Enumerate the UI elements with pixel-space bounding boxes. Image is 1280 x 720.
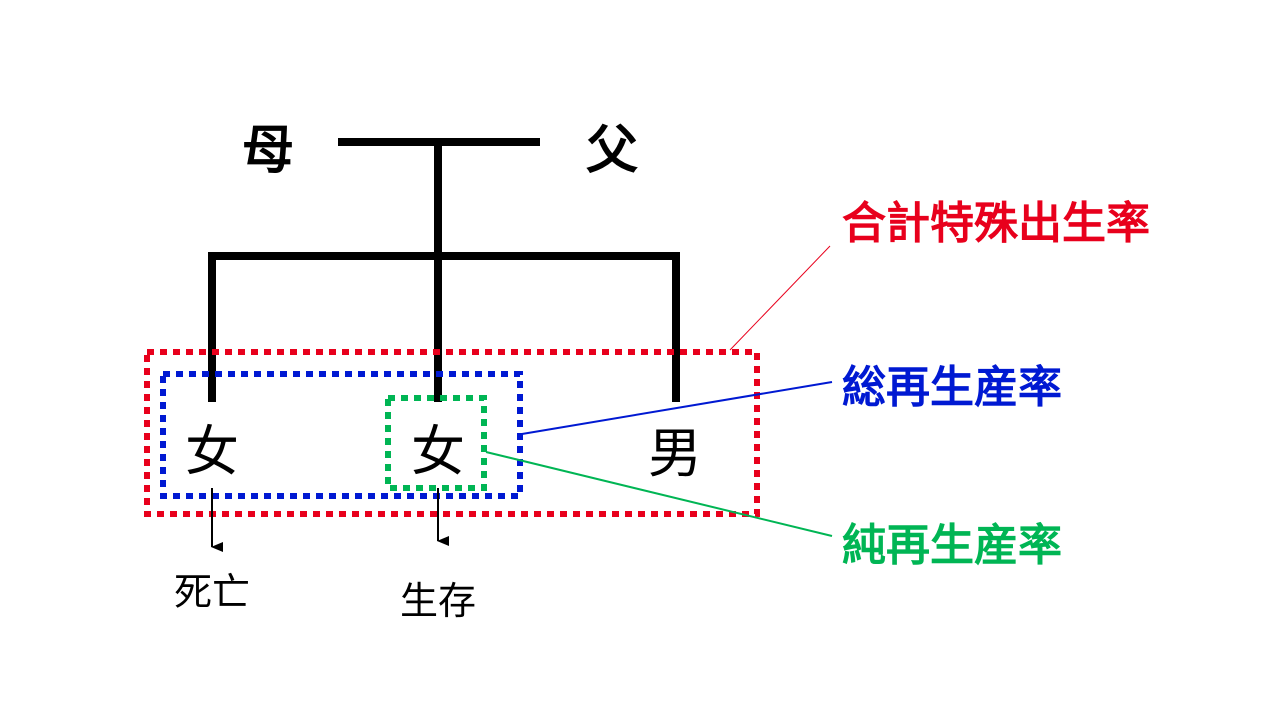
net-reproduction-leader bbox=[485, 451, 833, 537]
net-reproduction-label: 純再生産率 bbox=[842, 520, 1062, 571]
total-fertility-label: 合計特殊出生率 bbox=[842, 198, 1150, 249]
mother-label: 母 bbox=[242, 121, 294, 181]
total-fertility-leader bbox=[729, 245, 831, 351]
net-reproduction-box bbox=[385, 395, 487, 491]
father-label: 父 bbox=[586, 121, 638, 181]
died-label: 死亡 bbox=[174, 570, 250, 614]
survived-label: 生存 bbox=[400, 579, 476, 623]
daughter-1-label: 女 bbox=[185, 420, 239, 483]
daughter-2-label: 女 bbox=[411, 420, 465, 483]
gross-reproduction-box bbox=[160, 371, 523, 499]
total-fertility-box bbox=[144, 349, 760, 517]
son-label: 男 bbox=[648, 422, 702, 485]
gross-reproduction-label: 総再生産率 bbox=[842, 362, 1062, 413]
gross-reproduction-leader bbox=[521, 381, 833, 435]
